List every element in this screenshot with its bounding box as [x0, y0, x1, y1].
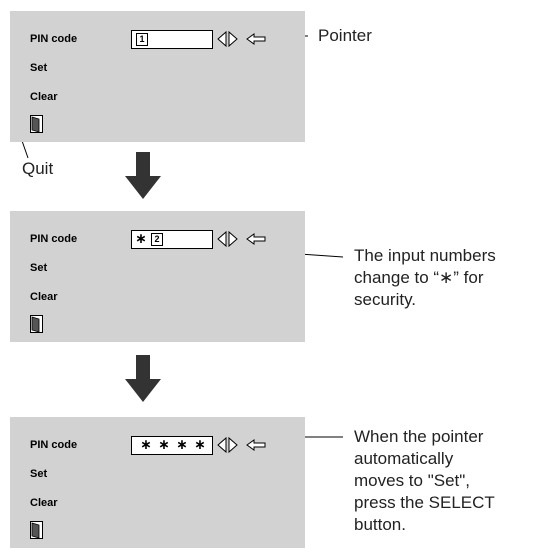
menu-item-clear[interactable]: Clear	[30, 291, 58, 303]
masked-digit: ∗	[194, 437, 206, 453]
masked-digit: ∗	[140, 437, 152, 453]
menu-item-clear[interactable]: Clear	[30, 497, 58, 509]
pin-input-field[interactable]: ∗ 2	[131, 230, 213, 249]
masked-digit: ∗	[176, 437, 188, 453]
set-hint-line: automatically	[354, 449, 454, 468]
menu-item-set[interactable]: Set	[30, 262, 48, 274]
menu-item-set[interactable]: Set	[30, 468, 48, 480]
menu-item-pin-code[interactable]: PIN code	[30, 439, 78, 451]
quit-door-icon[interactable]	[30, 115, 43, 133]
masked-digit: ∗	[158, 437, 170, 453]
pin-code-panel-step3: PIN code Set Clear ∗ ∗ ∗ ∗	[10, 417, 305, 548]
left-right-adjust-icon[interactable]	[216, 30, 240, 48]
masked-digit: ∗	[135, 231, 147, 247]
set-hint-line: button.	[354, 515, 406, 534]
pointer-arrow-icon	[246, 33, 266, 45]
pin-digit-cell: 1	[136, 33, 148, 46]
pin-input-field[interactable]: 1	[131, 30, 213, 49]
quit-callout: Quit	[22, 159, 54, 178]
pointer-arrow-icon	[246, 233, 266, 245]
quit-door-icon[interactable]	[30, 521, 43, 539]
pointer-callout: Pointer	[318, 26, 372, 45]
left-right-adjust-icon[interactable]	[216, 436, 240, 454]
pin-code-panel-step2: PIN code Set Clear ∗ 2	[10, 211, 305, 342]
pin-digit-cell: 2	[151, 233, 163, 246]
security-callout-line: security.	[354, 290, 417, 309]
pointer-arrow-icon	[246, 439, 266, 451]
quit-door-icon[interactable]	[30, 315, 43, 333]
pin-input-field[interactable]: ∗ ∗ ∗ ∗	[131, 436, 213, 455]
menu-item-pin-code[interactable]: PIN code	[30, 233, 78, 245]
down-arrow-icon	[125, 355, 161, 402]
pin-code-panel-step1: PIN code Set Clear 1	[10, 11, 305, 142]
menu-item-set[interactable]: Set	[30, 62, 48, 74]
menu-item-clear[interactable]: Clear	[30, 91, 58, 103]
security-callout-line: The input numbers	[354, 246, 496, 265]
security-callout-line: change to “∗” for	[354, 268, 484, 287]
set-hint-line: When the pointer	[354, 427, 484, 446]
set-hint-line: press the SELECT	[354, 493, 495, 512]
left-right-adjust-icon[interactable]	[216, 230, 240, 248]
set-hint-line: moves to "Set",	[354, 471, 471, 490]
down-arrow-icon	[125, 152, 161, 199]
security-callout: The input numbers change to “∗” for secu…	[354, 245, 496, 311]
set-hint-callout: When the pointer automatically moves to …	[354, 426, 495, 536]
menu-item-pin-code[interactable]: PIN code	[30, 33, 78, 45]
